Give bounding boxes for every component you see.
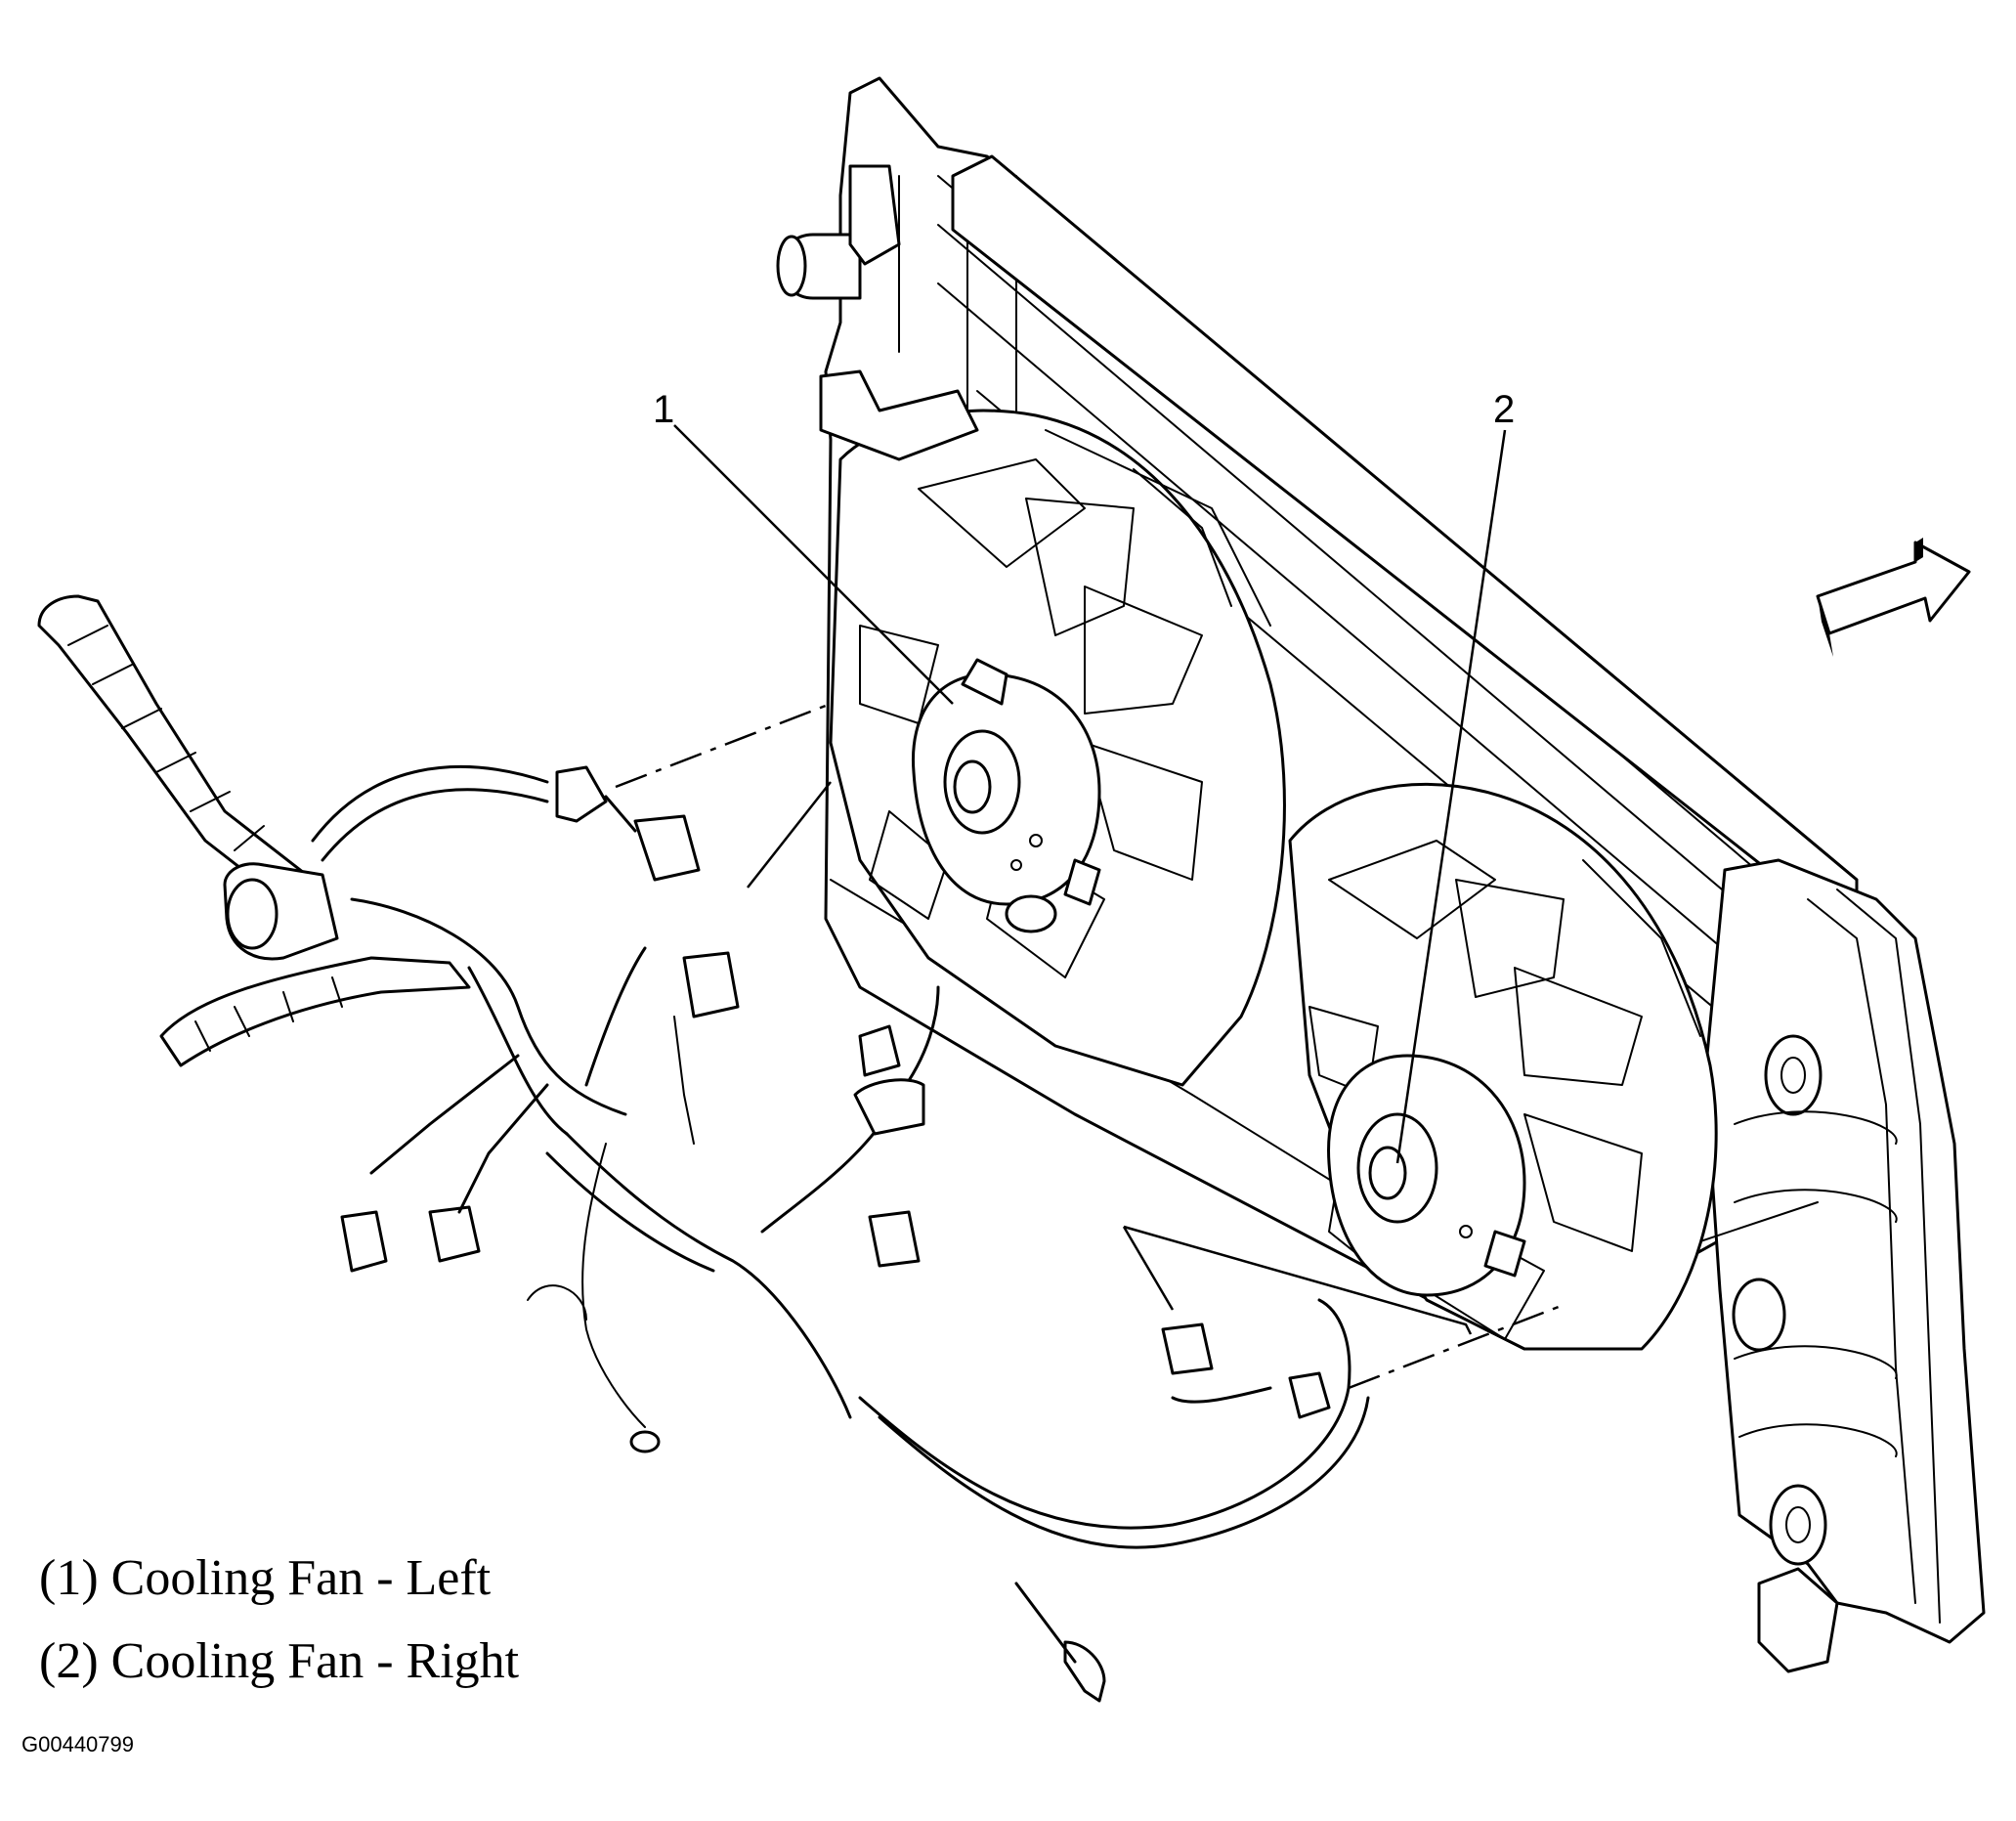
alignment-line-left-upper [615, 702, 832, 789]
direction-arrow-icon [1816, 538, 1971, 657]
wiring-harness [37, 594, 1370, 1703]
callout-1-leader [673, 424, 954, 705]
cooling-fan-left [819, 369, 1286, 1087]
alignment-line-left-lower [747, 781, 832, 889]
figure-id: G00440799 [21, 1732, 134, 1756]
legend-item-2: (2) Cooling Fan - Right [39, 1633, 520, 1689]
alignment-line-right-lower [1123, 1225, 1473, 1335]
legend-item-1: (1) Cooling Fan - Left [39, 1550, 492, 1606]
callout-2-leader [1395, 429, 1507, 1164]
alignment-line-right-hose [1122, 1226, 1175, 1311]
cooling-fan-right [1288, 782, 1718, 1351]
alignment-line-right-upper [1348, 1303, 1565, 1390]
callout-1: 1 [653, 388, 674, 431]
callout-2: 2 [1493, 388, 1515, 431]
